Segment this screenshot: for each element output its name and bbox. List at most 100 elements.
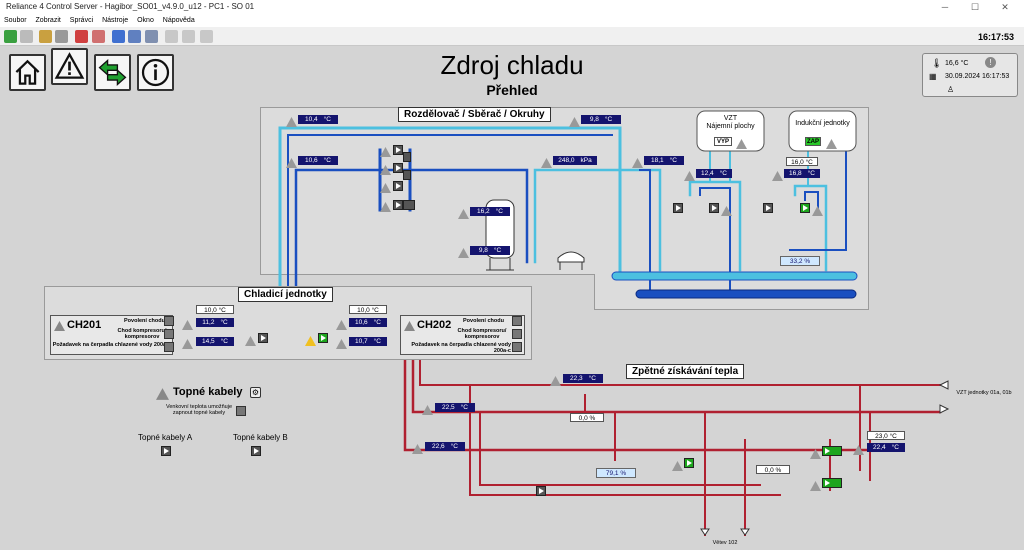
heating-b-button[interactable] (251, 446, 261, 456)
warning-icon[interactable] (286, 114, 297, 127)
ch201-box[interactable]: CH201 Povolení chodu Chod kompresoru/ ko… (50, 315, 173, 355)
warning-icon[interactable] (569, 114, 580, 127)
forward-icon[interactable] (20, 30, 33, 43)
warning-icon[interactable] (810, 478, 821, 491)
heating-b-label: Topné kabely B (233, 433, 288, 442)
ch201-pump[interactable] (258, 333, 268, 343)
vzt-pump-a[interactable] (673, 203, 683, 213)
warning-icon[interactable] (772, 168, 783, 181)
ch201-temp1: 11,2°C (196, 318, 234, 327)
warning-icon[interactable] (672, 458, 683, 471)
warning-icon[interactable] (721, 203, 732, 216)
warning-icon[interactable] (458, 245, 469, 258)
warning-icon[interactable] (380, 144, 391, 157)
warning-icon[interactable] (156, 387, 169, 405)
warning-icon[interactable] (684, 168, 695, 181)
warning-icon[interactable] (810, 446, 821, 459)
alarm-icon[interactable] (75, 30, 88, 43)
settings-icon[interactable] (200, 30, 213, 43)
alarms-button[interactable] (51, 48, 88, 85)
distributor-title: Rozdělovač / Sběrač / Okruhy (398, 107, 551, 122)
recovery-pump-1[interactable] (684, 458, 694, 468)
chart-icon[interactable] (112, 30, 125, 43)
warning-icon[interactable] (632, 155, 643, 168)
menu-spravci[interactable]: Správci (69, 17, 94, 24)
warning-icon[interactable] (458, 206, 469, 219)
menu-zobrazit[interactable]: Zobrazit (35, 17, 61, 24)
pump-1[interactable] (393, 145, 403, 155)
warning-icon[interactable] (54, 321, 65, 334)
vzt-pump-b[interactable] (709, 203, 719, 213)
edit-icon[interactable] (165, 30, 178, 43)
datetime: 30.09.2024 16:17:53 (945, 73, 1010, 80)
temp-tag-2: 10,6°C (298, 156, 338, 165)
report-icon[interactable] (128, 30, 141, 43)
tools-icon[interactable] (182, 30, 195, 43)
menu-soubor[interactable]: Soubor (4, 17, 27, 24)
ch202-pump[interactable] (318, 333, 328, 343)
info-button[interactable] (137, 54, 174, 91)
warning-icon[interactable] (182, 336, 193, 349)
warning-icon[interactable] (541, 155, 552, 168)
warning-icon[interactable] (380, 180, 391, 193)
heating-enable-indicator (236, 406, 246, 416)
ch201-temp2: 14,5°C (196, 337, 234, 346)
heating-note: Venkovní teplota umožňuje zapnout topné … (165, 404, 233, 416)
induction-pump-b[interactable] (800, 203, 810, 213)
ch202-enable-indicator[interactable] (512, 316, 522, 326)
arrows-icon (98, 58, 127, 87)
warning-icon[interactable] (182, 317, 193, 330)
warning-icon[interactable] (380, 199, 391, 212)
recovery-temp-4: 23,0 °C (867, 431, 905, 440)
menu-napoveda[interactable]: Nápověda (162, 17, 195, 24)
user-icon[interactable] (55, 30, 68, 43)
minimize-button[interactable]: ─ (941, 2, 949, 12)
vzt-temp: 12,4°C (696, 169, 732, 178)
ch201-enable-indicator[interactable] (164, 316, 174, 326)
warning-icon[interactable] (853, 442, 864, 455)
warning-icon[interactable] (412, 441, 423, 454)
navigate-button[interactable] (94, 54, 131, 91)
ch202-row2: Chod kompresoru/ kompresorov (457, 328, 507, 340)
ch201-row2: Chod kompresoru/ kompresorov (117, 328, 167, 340)
gear-icon[interactable]: ⚙ (250, 387, 261, 398)
close-button[interactable]: ✕ (1001, 2, 1009, 12)
warning-icon[interactable] (422, 402, 433, 415)
warning-icon[interactable] (336, 317, 347, 330)
menu-okno[interactable]: Okno (137, 17, 154, 24)
outdoor-temp-unit: °C (960, 60, 969, 67)
pump-4[interactable] (393, 200, 403, 210)
warning-icon[interactable] (380, 162, 391, 175)
menu-nastroje[interactable]: Nástroje (102, 17, 129, 24)
warning-icon[interactable] (812, 203, 823, 216)
induction-temp: 16,8°C (784, 169, 820, 178)
print-icon[interactable] (145, 30, 158, 43)
heating-a-button[interactable] (161, 446, 171, 456)
recovery-pump-3[interactable] (822, 478, 842, 488)
ch202-box[interactable]: CH202 Povolení chodu Chod kompresoru/ ko… (400, 315, 525, 355)
recovery-title: Zpětné získávání tepla (626, 364, 745, 379)
warning-icon[interactable] (404, 321, 415, 334)
maximize-button[interactable]: ☐ (970, 2, 980, 12)
warning-icon[interactable] (336, 336, 347, 349)
warning-icon[interactable] (736, 136, 747, 149)
back-icon[interactable] (4, 30, 17, 43)
warning-icon[interactable] (826, 136, 837, 149)
warning-icon[interactable] (286, 155, 297, 168)
pump-2[interactable] (393, 163, 403, 173)
induction-temp-set: 16,0 °C (786, 157, 818, 166)
info-warning-icon[interactable]: ! (985, 57, 996, 68)
users-icon[interactable] (39, 30, 52, 43)
pump-3[interactable] (393, 181, 403, 191)
ch202-row1: Povolení chodu (463, 318, 504, 324)
warning-icon[interactable] (245, 333, 256, 346)
valve-3: 0,0 % (756, 465, 790, 474)
induction-pump-a[interactable] (763, 203, 773, 213)
recovery-pump-2[interactable] (822, 446, 842, 456)
warning-icon[interactable] (305, 333, 316, 346)
recovery-pump-4[interactable] (536, 486, 546, 496)
warning-icon[interactable] (550, 373, 561, 386)
alarm-list-icon[interactable] (92, 30, 105, 43)
home-button[interactable] (9, 54, 46, 91)
user-icon[interactable]: ♙ (947, 85, 955, 94)
